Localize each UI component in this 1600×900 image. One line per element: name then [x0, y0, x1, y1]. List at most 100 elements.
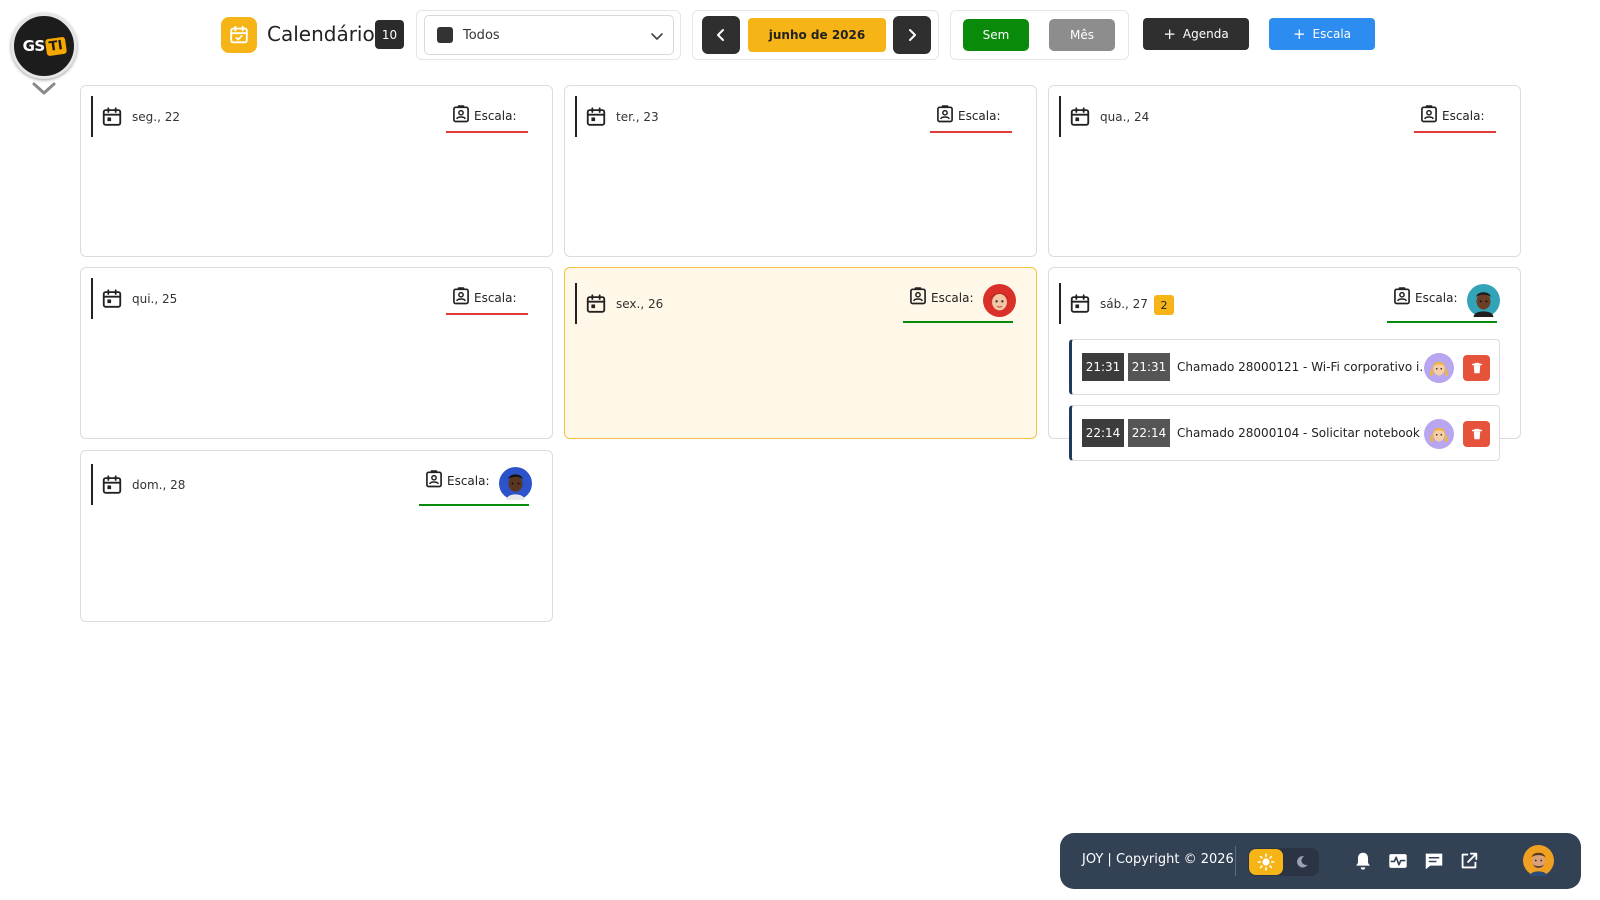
- escala-slot[interactable]: Escala:: [1387, 284, 1497, 323]
- escala-slot[interactable]: Escala:: [419, 467, 529, 506]
- escala-status-line: [446, 313, 528, 315]
- escala-status-line: [1414, 131, 1496, 133]
- month-view-button[interactable]: Mês: [1049, 19, 1115, 51]
- calendar-icon: [1069, 106, 1091, 128]
- day-label: sáb., 27: [1100, 297, 1148, 311]
- week-view-button[interactable]: Sem: [963, 19, 1029, 51]
- footer-bar: JOY | Copyright © 2026: [1060, 833, 1581, 889]
- day-label: seg., 22: [132, 110, 180, 124]
- moon-icon: [1297, 856, 1308, 868]
- day-label: ter., 23: [616, 110, 659, 124]
- event-end-time: 21:31: [1128, 353, 1170, 381]
- activity-monitor-icon[interactable]: [1387, 850, 1409, 872]
- day-card-sex-26-today[interactable]: sex., 26 Escala:: [564, 267, 1037, 439]
- escala-slot[interactable]: Escala:: [446, 102, 528, 133]
- event-end-time: 22:14: [1128, 419, 1170, 447]
- external-link-icon[interactable]: [1458, 850, 1480, 872]
- day-label: dom., 28: [132, 478, 186, 492]
- add-escala-button[interactable]: +Escala: [1269, 18, 1375, 50]
- day-accent-bar: [91, 464, 93, 505]
- escala-label: Escala:: [931, 291, 974, 305]
- event-item[interactable]: 21:31 21:31 Chamado 28000121 - Wi-Fi cor…: [1069, 339, 1500, 395]
- escala-label: Escala:: [474, 291, 517, 305]
- avatar[interactable]: [983, 284, 1016, 317]
- id-badge-icon: [1392, 286, 1412, 306]
- calendar-icon: [101, 288, 123, 310]
- next-month-button[interactable]: [893, 16, 931, 54]
- escala-slot[interactable]: Escala:: [1414, 102, 1496, 133]
- chevron-down-icon[interactable]: [32, 80, 56, 98]
- day-card-seg-22[interactable]: seg., 22 Escala:: [80, 85, 553, 257]
- escala-label: Escala:: [958, 109, 1001, 123]
- theme-toggle[interactable]: [1248, 848, 1319, 876]
- escala-slot[interactable]: Escala:: [930, 102, 1012, 133]
- day-accent-bar: [1059, 96, 1061, 137]
- user-avatar[interactable]: [1523, 845, 1554, 876]
- day-card-dom-28[interactable]: dom., 28 Escala:: [80, 450, 553, 622]
- logo-text-left: GS: [22, 37, 46, 55]
- escala-status-line: [903, 321, 1013, 323]
- footer-divider: [1235, 846, 1236, 876]
- trash-icon: [1470, 361, 1484, 375]
- filter-select[interactable]: Todos: [424, 15, 674, 55]
- chevron-left-icon: [717, 29, 724, 41]
- calendar-icon: [221, 17, 257, 53]
- calendar-icon: [585, 106, 607, 128]
- id-badge-icon: [1419, 104, 1439, 124]
- delete-event-button[interactable]: [1463, 355, 1490, 381]
- add-agenda-button[interactable]: + Agenda: [1143, 18, 1249, 50]
- chevron-down-icon: [651, 33, 663, 40]
- plus-icon: +: [1163, 24, 1176, 43]
- day-card-sab-27[interactable]: sáb., 27 2 Escala: 21:31 21:31 Chamado 2…: [1048, 267, 1521, 461]
- avatar[interactable]: [1424, 353, 1454, 383]
- event-start-time: 22:14: [1082, 419, 1124, 447]
- day-card-qui-25[interactable]: qui., 25 Escala:: [80, 267, 553, 439]
- escala-slot[interactable]: Escala:: [903, 284, 1013, 323]
- logo-text-right: TI: [44, 36, 67, 56]
- bell-icon[interactable]: [1352, 850, 1374, 872]
- id-badge-icon: [908, 286, 928, 306]
- filter-value: Todos: [463, 27, 500, 43]
- month-navigator: junho de 2026: [692, 10, 939, 60]
- event-title[interactable]: Chamado 28000121 - Wi-Fi corporativo i..…: [1177, 360, 1431, 374]
- event-start-time: 21:31: [1082, 353, 1124, 381]
- month-label[interactable]: junho de 2026: [748, 18, 886, 52]
- filter-color-swatch: [437, 27, 453, 43]
- add-escala-label: Escala: [1312, 27, 1352, 41]
- day-card-qua-24[interactable]: qua., 24 Escala:: [1048, 85, 1521, 257]
- avatar[interactable]: [499, 467, 532, 500]
- day-label: qui., 25: [132, 292, 178, 306]
- day-label: sex., 26: [616, 297, 664, 311]
- escala-slot[interactable]: Escala:: [446, 284, 528, 315]
- prev-month-button[interactable]: [702, 16, 740, 54]
- avatar[interactable]: [1467, 284, 1500, 317]
- escala-status-line: [419, 504, 529, 506]
- count-badge: 10: [375, 20, 404, 49]
- id-badge-icon: [424, 469, 444, 489]
- day-accent-bar: [91, 96, 93, 137]
- avatar[interactable]: [1424, 419, 1454, 449]
- dark-theme-button[interactable]: [1287, 849, 1317, 875]
- day-label: qua., 24: [1100, 110, 1150, 124]
- calendar-icon: [101, 474, 123, 496]
- light-theme-button[interactable]: [1249, 849, 1283, 875]
- page-title: Calendário: [267, 22, 375, 46]
- day-accent-bar: [91, 278, 93, 319]
- sun-icon: [1257, 853, 1275, 871]
- view-switcher: Sem Mês: [950, 10, 1129, 60]
- escala-label: Escala:: [1442, 109, 1485, 123]
- escala-status-line: [446, 131, 528, 133]
- delete-event-button[interactable]: [1463, 421, 1490, 447]
- calendar-icon: [1069, 293, 1091, 315]
- add-agenda-label: Agenda: [1182, 27, 1229, 41]
- event-title[interactable]: Chamado 28000104 - Solicitar notebook ..…: [1177, 426, 1436, 440]
- escala-status-line: [1387, 321, 1497, 323]
- id-badge-icon: [451, 286, 471, 306]
- day-card-ter-23[interactable]: ter., 23 Escala:: [564, 85, 1037, 257]
- chat-icon[interactable]: [1423, 850, 1445, 872]
- event-item[interactable]: 22:14 22:14 Chamado 28000104 - Solicitar…: [1069, 405, 1500, 461]
- escala-status-line: [930, 131, 1012, 133]
- filter-container: Todos: [416, 10, 681, 60]
- calendar-icon: [585, 293, 607, 315]
